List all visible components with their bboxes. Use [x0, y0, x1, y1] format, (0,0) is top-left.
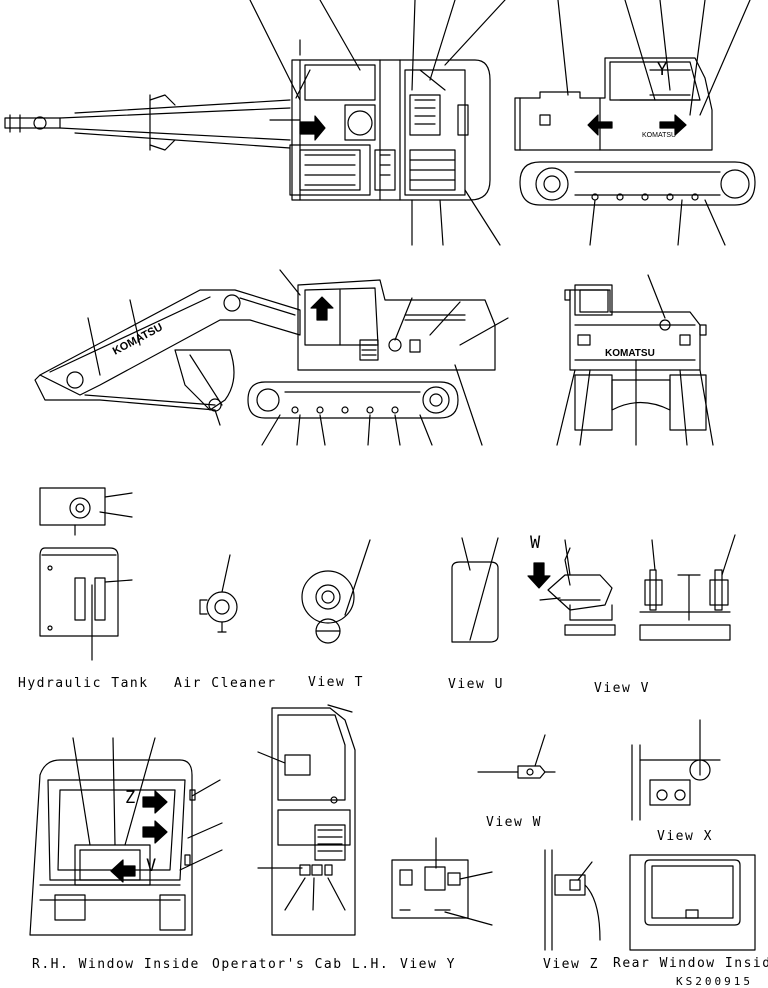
side-view-right: KOMATSU [514, 0, 756, 246]
view-t-view [301, 539, 371, 644]
svg-text:KOMATSU: KOMATSU [605, 348, 655, 359]
view-z-view [544, 849, 601, 951]
operators-cab-lh-view [257, 704, 356, 936]
label-rh-window-inside: R.H. Window Inside [32, 957, 200, 972]
top-plan-view [4, 0, 506, 246]
label-view-w: View W [486, 815, 542, 830]
label-view-z: View Z [543, 957, 599, 972]
view-x-view [631, 719, 721, 821]
label-view-t: View T [308, 675, 364, 690]
air-cleaner-view [199, 554, 238, 633]
view-w-view [477, 734, 556, 779]
marker-y: Y [657, 60, 669, 80]
label-view-u: View U [448, 677, 504, 692]
label-hydraulic-tank: Hydraulic Tank [18, 676, 149, 691]
main-side-view: KOMATSU [34, 269, 509, 446]
label-view-y: View Y [400, 957, 456, 972]
marker-w: W [530, 533, 542, 553]
view-u-view [451, 537, 499, 643]
rear-window-inside-view [629, 854, 756, 951]
label-air-cleaner: Air Cleaner [174, 676, 277, 691]
label-rear-window-inside: Rear Window Inside [613, 956, 768, 971]
marker-z: Z [125, 788, 137, 808]
view-v-view [527, 534, 736, 641]
svg-text:KOMATSU: KOMATSU [642, 132, 676, 139]
label-operators-cab-lh: Operator's Cab L.H. [212, 957, 390, 972]
label-view-v: View V [594, 681, 650, 696]
drawing-code: KS200915 [676, 975, 753, 988]
rh-window-inside-view [29, 737, 223, 936]
rear-view: KOMATSU [556, 274, 714, 446]
hydraulic-tank-view [39, 487, 133, 661]
marker-v: V [146, 856, 158, 876]
view-y-view [391, 837, 493, 926]
label-view-x: View X [657, 829, 713, 844]
